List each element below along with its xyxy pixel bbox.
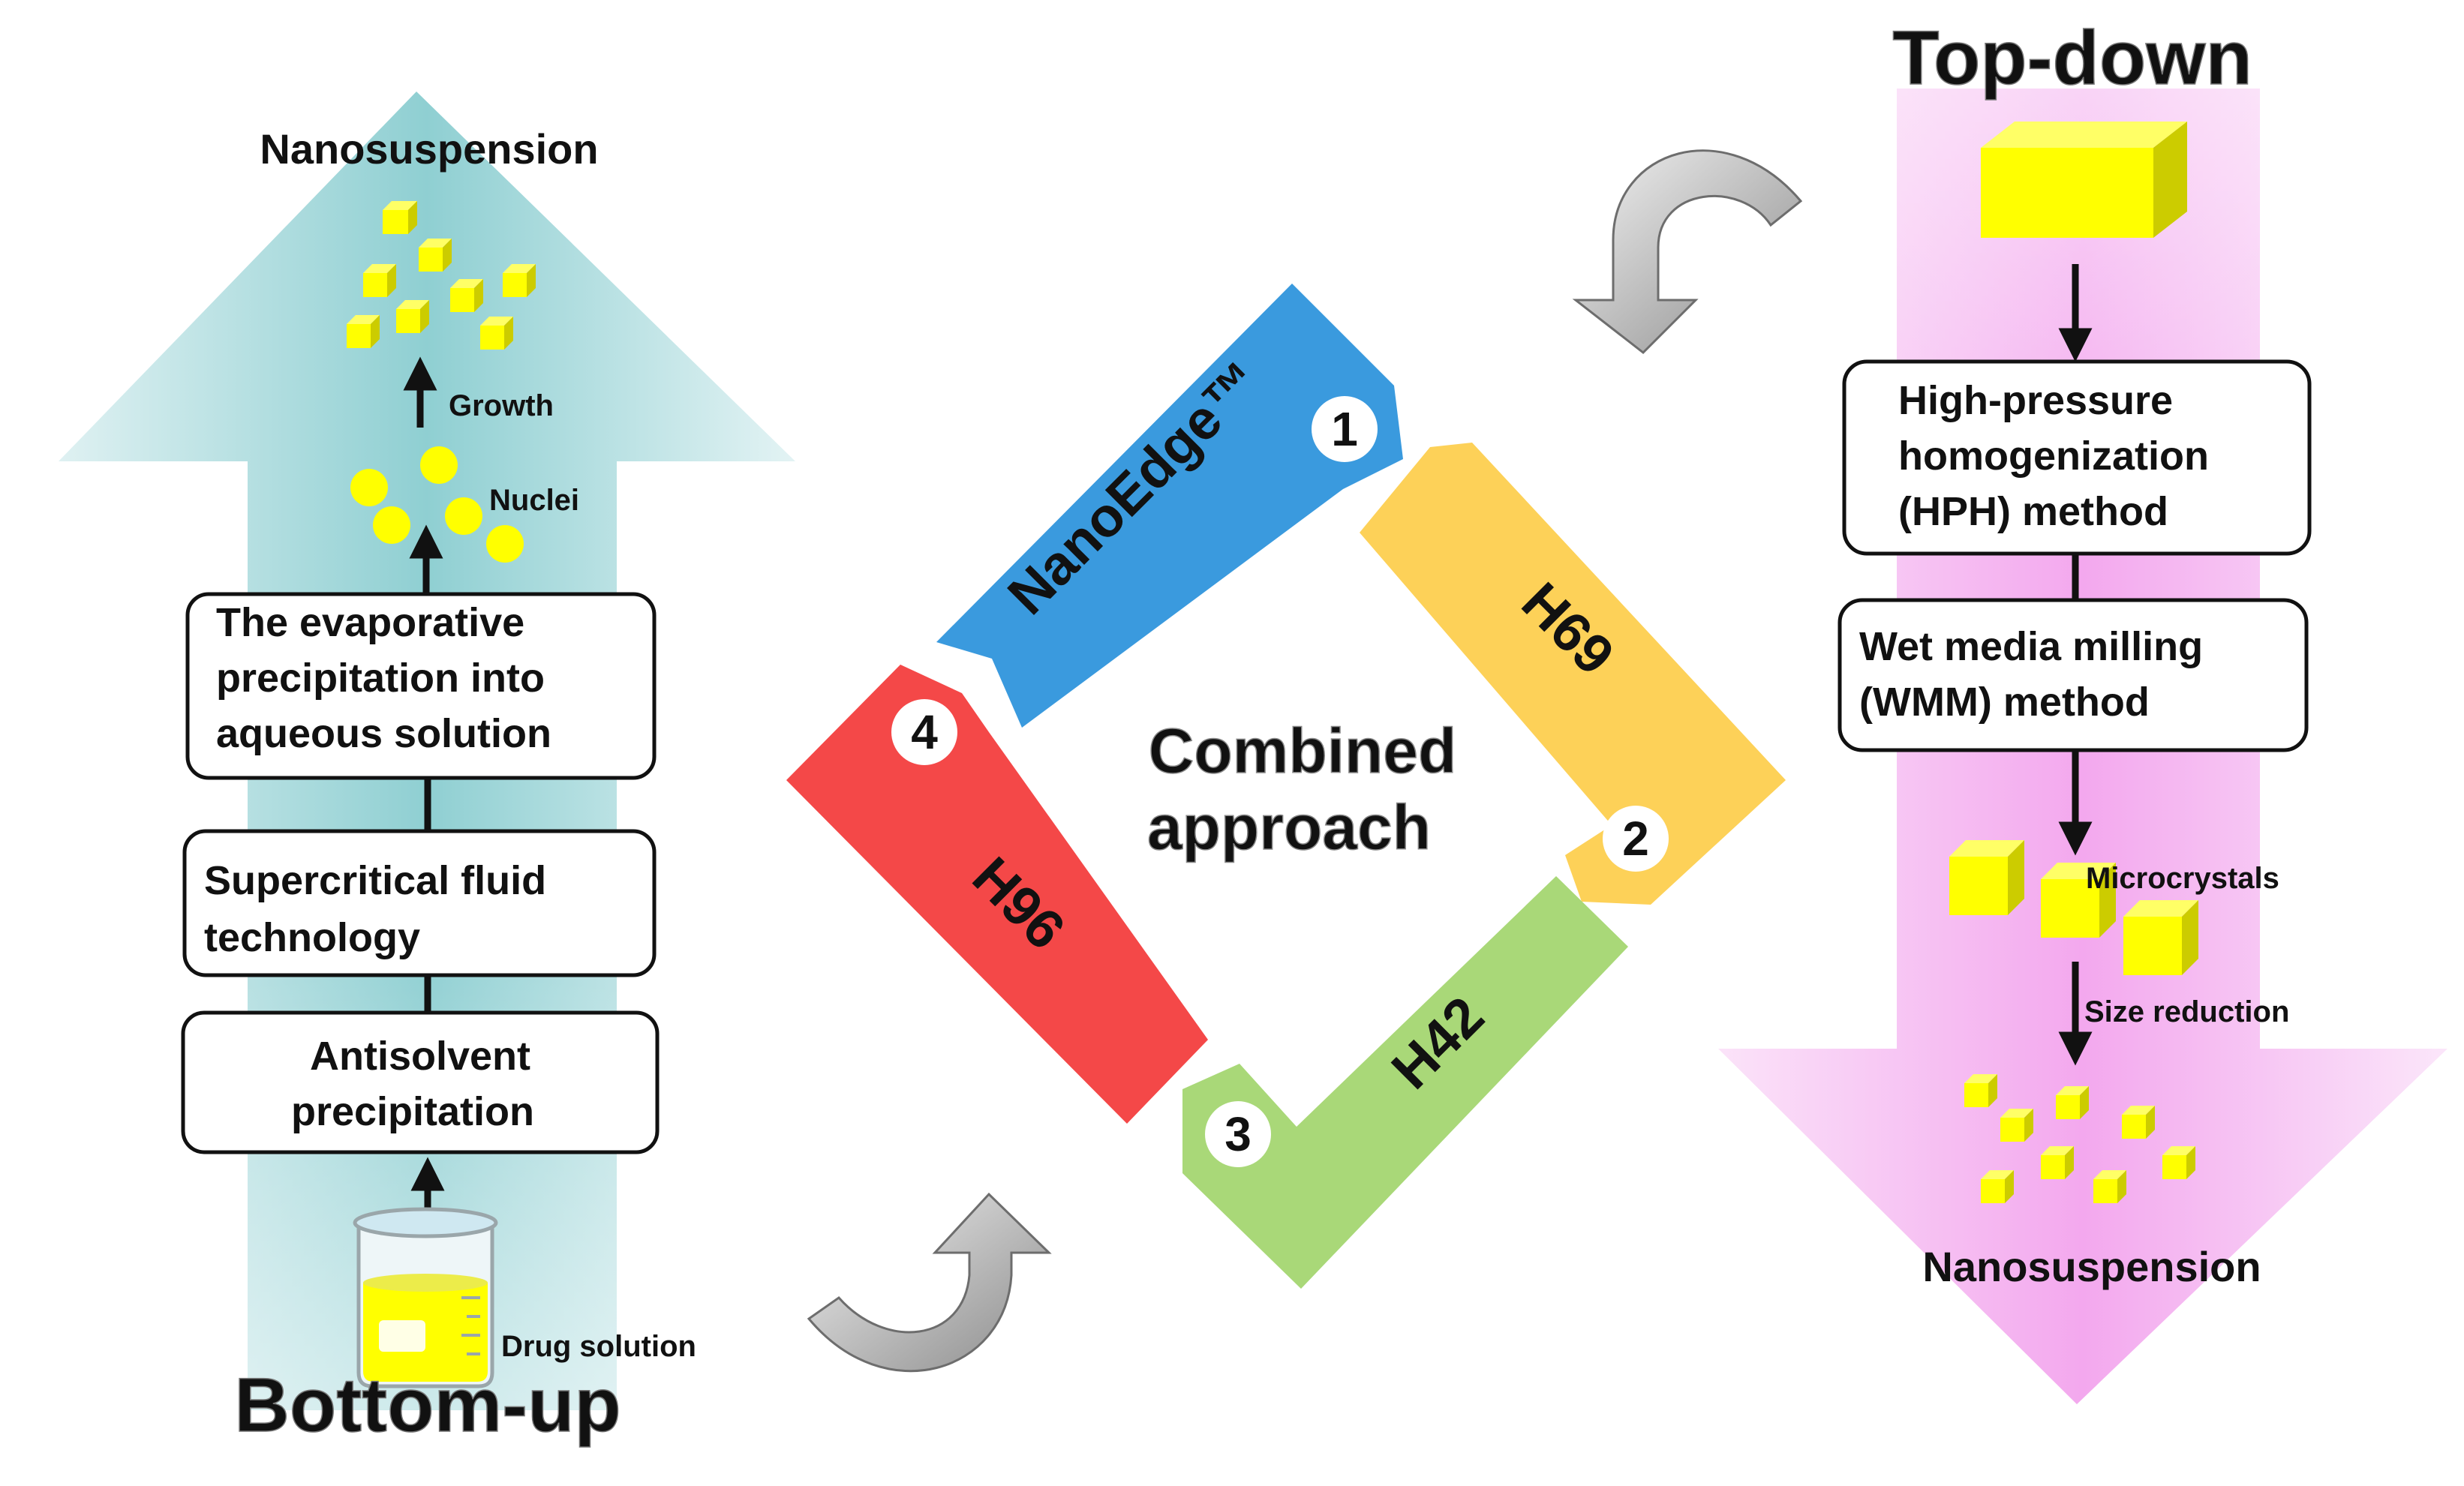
step-number-1: 1: [1331, 402, 1358, 456]
nuclei-cluster: [350, 446, 524, 563]
bottom-up-product-label: Nanosuspension: [260, 125, 598, 173]
method-box-supercritical: [182, 829, 657, 977]
step-badge-1: 1: [1312, 396, 1378, 462]
step-badge-2: 2: [1603, 806, 1669, 872]
nucleus: [445, 497, 482, 535]
cube: [2000, 1109, 2033, 1142]
cube: [503, 264, 536, 297]
cube: [1981, 1170, 2014, 1203]
method-wmm-line1: Wet media milling: [1859, 624, 2203, 669]
cube: [450, 279, 483, 312]
drug-solution-label: Drug solution: [501, 1330, 696, 1363]
cube: [2041, 1146, 2074, 1179]
method-hph-line2: homogenization: [1898, 434, 2209, 479]
nucleus: [486, 525, 524, 563]
cube: [363, 264, 396, 297]
cube: [2123, 900, 2198, 975]
cube: [396, 300, 429, 333]
method-evaporative-line3: aqueous solution: [216, 711, 551, 756]
flow-arrow-bottom: [807, 1192, 1052, 1373]
top-down-product-label: Nanosuspension: [1922, 1243, 2261, 1290]
microcrystals-label: Microcrystals: [2086, 862, 2279, 895]
segment-h96: [786, 665, 1208, 1124]
method-antisolvent-line2: precipitation: [291, 1089, 534, 1134]
top-down-title: Top-down: [1892, 15, 2252, 101]
cube: [384, 201, 417, 234]
method-box-evaporative: [185, 592, 657, 780]
bottom-up-title: Bottom-up: [234, 1362, 621, 1448]
size-reduction-label: Size reduction: [2084, 995, 2289, 1028]
method-supercritical-line2: technology: [204, 915, 420, 960]
step-badge-4: 4: [891, 699, 957, 765]
method-wmm-line2: (WMM) method: [1859, 680, 2150, 725]
growth-label: Growth: [449, 389, 554, 422]
nuclei-label: Nuclei: [489, 484, 579, 517]
cube: [1949, 840, 2024, 915]
top-down-panel: Top-down High-pressure homogenization (H…: [1718, 14, 2447, 1404]
step-number-2: 2: [1622, 812, 1649, 866]
step-number-4: 4: [911, 705, 938, 759]
cube: [1964, 1074, 1997, 1107]
method-antisolvent-line1: Antisolvent: [310, 1034, 530, 1079]
method-hph-line3: (HPH) method: [1898, 489, 2168, 534]
step-badge-3: 3: [1205, 1101, 1271, 1167]
step-number-3: 3: [1224, 1107, 1252, 1161]
method-box-wmm: [1837, 598, 2309, 752]
segment-h69: [1360, 443, 1786, 905]
cube: [2093, 1170, 2126, 1203]
flow-arrow-top: [1572, 149, 1803, 354]
nucleus: [350, 469, 388, 506]
nucleus: [373, 506, 410, 544]
segment-nanoedge: [936, 284, 1403, 728]
cube: [419, 239, 452, 272]
method-supercritical-line1: Supercritical fluid: [204, 858, 546, 903]
combined-title-line1: Combined: [1149, 716, 1457, 786]
cube: [480, 317, 513, 350]
cube: [347, 315, 380, 348]
segment-h42: [1182, 876, 1628, 1289]
method-hph-line1: High-pressure: [1898, 378, 2173, 423]
combined-title-line2: approach: [1147, 792, 1431, 863]
beaker-icon: [353, 1207, 498, 1388]
bulk-drug-cube: [1981, 122, 2187, 238]
method-evaporative-line1: The evaporative: [216, 600, 524, 645]
cube: [2162, 1146, 2195, 1179]
method-box-antisolvent: [181, 1010, 660, 1154]
combined-approach-cycle: 1 2 3 4 NanoEdge™ H69 H42 H96 Combined a…: [786, 284, 1786, 1289]
cube: [2056, 1086, 2089, 1119]
method-evaporative-line2: precipitation into: [216, 656, 545, 701]
bottom-up-panel: Nanosuspension Growth Nuclei The evapora…: [59, 92, 795, 1448]
nucleus: [420, 446, 458, 484]
cube: [2122, 1106, 2155, 1139]
